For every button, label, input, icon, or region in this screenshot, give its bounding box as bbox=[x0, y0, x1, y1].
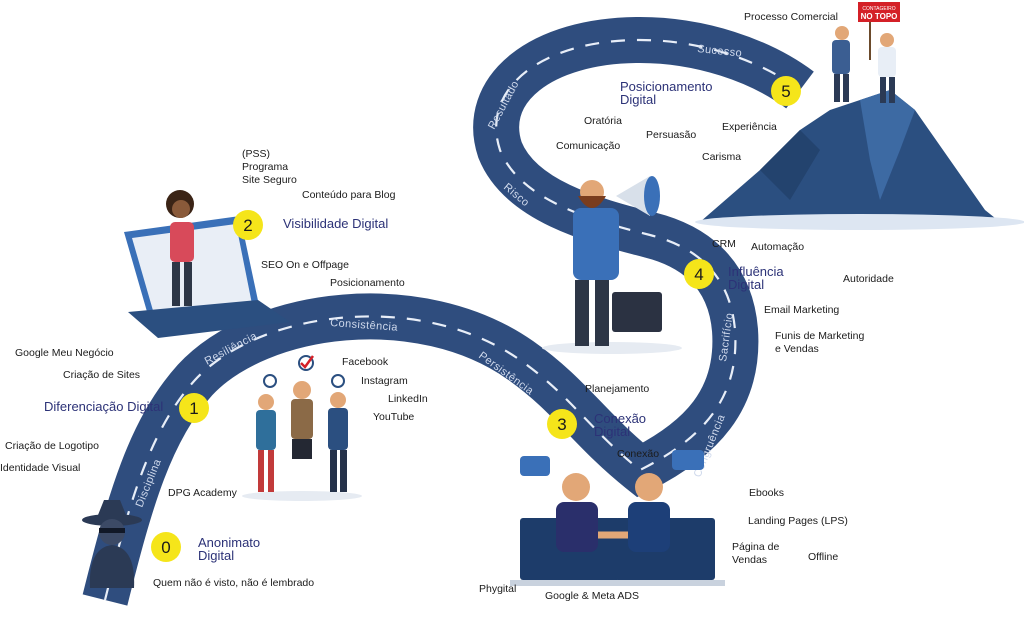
road-word-consistencia: Consistência bbox=[330, 317, 399, 334]
item-youtube: YouTube bbox=[373, 411, 415, 423]
item-planejamento: Planejamento bbox=[585, 383, 650, 395]
stage0-caption: Quem não é visto, não é lembrado bbox=[153, 577, 315, 589]
anonymous-figure bbox=[82, 500, 142, 588]
item-linkedin: LinkedIn bbox=[388, 393, 428, 405]
stage0-title-line1: Anonimato bbox=[198, 535, 261, 550]
item-pagina-line2: Vendas bbox=[732, 554, 768, 566]
road-center-dashes bbox=[103, 38, 801, 601]
team-group bbox=[242, 355, 362, 501]
item-criacao-logotipo: Criação de Logotipo bbox=[5, 440, 99, 452]
svg-text:4: 4 bbox=[694, 265, 703, 284]
item-persuasao: Persuasão bbox=[646, 129, 697, 141]
item-posicionamento: Posicionamento bbox=[330, 277, 405, 289]
mountain bbox=[695, 90, 1024, 230]
stage-badge-4: 4 bbox=[684, 259, 714, 289]
item-funis-line2: e Vendas bbox=[775, 343, 819, 355]
stage5-title-line1: Posicionamento bbox=[620, 79, 713, 94]
item-landing-pages: Landing Pages (LPS) bbox=[748, 515, 848, 527]
stage-badge-1: 1 bbox=[179, 393, 209, 423]
stage3-title-line2: Digital bbox=[594, 424, 631, 439]
item-funis-line1: Funis de Marketing bbox=[775, 330, 865, 342]
item-automacao: Automação bbox=[751, 241, 805, 253]
stage4-title-line2: Digital bbox=[728, 277, 765, 292]
handshake-scene bbox=[510, 450, 725, 586]
item-google-meta: Google & Meta ADS bbox=[545, 590, 639, 602]
stage3-title-line1: Conexão bbox=[594, 411, 647, 426]
svg-text:0: 0 bbox=[161, 538, 170, 557]
item-site-seguro: Site Seguro bbox=[242, 174, 297, 186]
stage-badge-3: 3 bbox=[547, 409, 577, 439]
summit-sign: CONTAGEIRO NO TOPO bbox=[858, 2, 900, 60]
road-word-sucesso: Sucesso bbox=[697, 43, 743, 60]
svg-text:1: 1 bbox=[189, 399, 198, 418]
svg-text:2: 2 bbox=[243, 216, 252, 235]
svg-text:3: 3 bbox=[557, 415, 566, 434]
stage-badge-0: 0 bbox=[151, 532, 181, 562]
item-pss: (PSS) bbox=[242, 148, 271, 160]
item-oratoria: Oratória bbox=[584, 115, 622, 127]
item-facebook: Facebook bbox=[342, 356, 389, 368]
stage5-title-line2: Digital bbox=[620, 92, 657, 107]
item-experiencia: Experiência bbox=[722, 121, 777, 133]
stage-badge-5: 5 bbox=[771, 76, 801, 106]
item-conexao: Conexão bbox=[617, 448, 660, 460]
megaphone-man bbox=[542, 176, 682, 354]
road bbox=[82, 16, 814, 606]
item-crm: CRM bbox=[712, 238, 736, 250]
item-processo-comercial: Processo Comercial bbox=[744, 11, 838, 23]
item-conteudo-blog: Conteúdo para Blog bbox=[302, 189, 396, 201]
summit-sign-line2: NO TOPO bbox=[861, 12, 898, 21]
item-programa: Programa bbox=[242, 161, 289, 173]
item-seo: SEO On e Offpage bbox=[261, 259, 349, 271]
item-ebooks: Ebooks bbox=[749, 487, 785, 499]
summit-people bbox=[832, 26, 896, 103]
item-pagina-line1: Página de bbox=[732, 541, 780, 553]
item-instagram: Instagram bbox=[361, 375, 408, 387]
laptop-scene bbox=[124, 190, 290, 338]
item-autoridade: Autoridade bbox=[843, 273, 894, 285]
summit-sign-line1: CONTAGEIRO bbox=[862, 6, 895, 12]
svg-text:5: 5 bbox=[781, 82, 790, 101]
stage1-title: Diferenciação Digital bbox=[44, 399, 164, 414]
stage4-title-line1: Influência bbox=[728, 264, 784, 279]
item-carisma: Carisma bbox=[702, 151, 742, 163]
item-offline: Offline bbox=[808, 551, 839, 563]
item-email-marketing: Email Marketing bbox=[764, 304, 840, 316]
stage-badge-2: 2 bbox=[233, 210, 263, 240]
item-identidade-visual: Identidade Visual bbox=[0, 462, 81, 474]
item-google-meu-negocio: Google Meu Negócio bbox=[15, 347, 114, 359]
item-comunicacao: Comunicação bbox=[556, 140, 621, 152]
item-dpg-academy: DPG Academy bbox=[168, 487, 237, 499]
item-phygital: Phygital bbox=[479, 583, 517, 595]
stage2-title: Visibilidade Digital bbox=[283, 216, 389, 231]
stage0-title-line2: Digital bbox=[198, 548, 235, 563]
item-criacao-sites: Criação de Sites bbox=[63, 369, 141, 381]
